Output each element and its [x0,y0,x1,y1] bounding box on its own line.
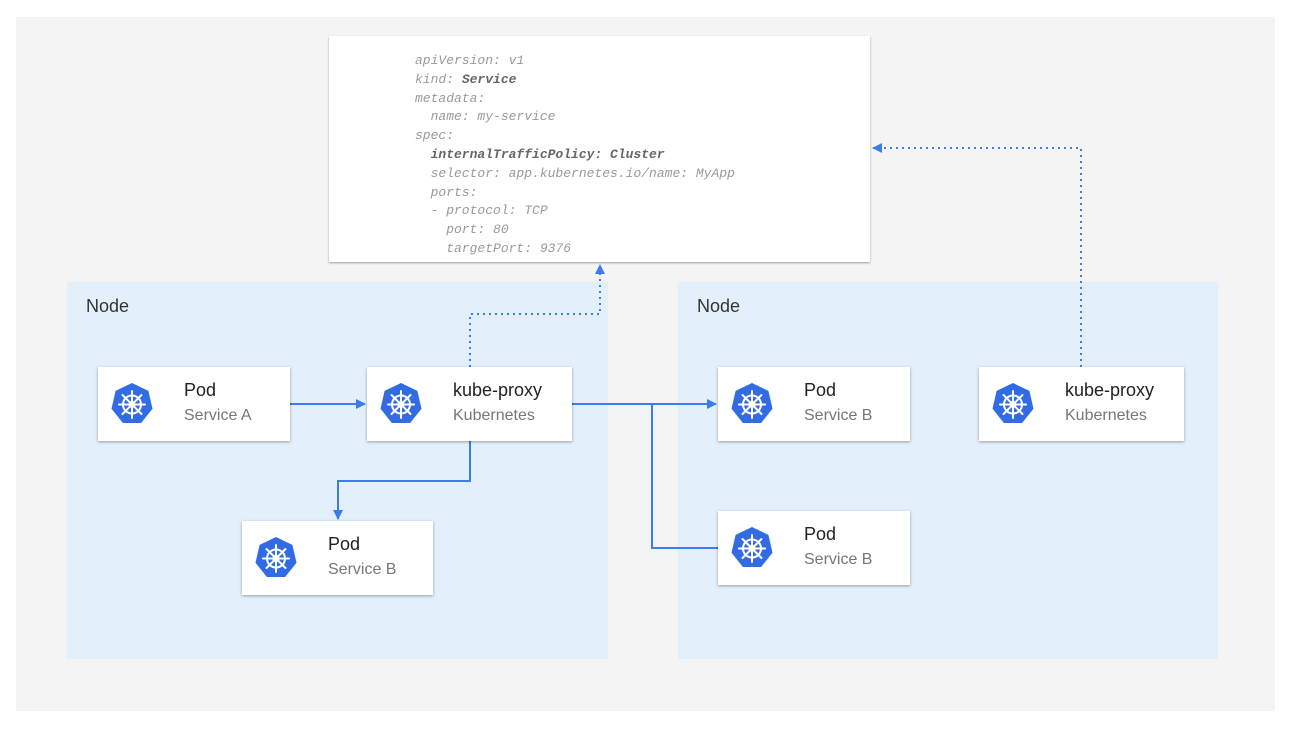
yaml-key: name: [415,109,470,125]
kubernetes-icon [991,382,1035,426]
card-subtitle: Service B [804,551,873,568]
yaml-line: ports: [415,184,735,203]
card-subtitle: Kubernetes [1065,407,1147,424]
yaml-value: my-service [469,109,556,125]
pod-service-b-card-local: Pod Service B [242,521,433,595]
kube-proxy-card-right: kube-proxy Kubernetes [979,367,1184,441]
yaml-value: Service [454,71,517,87]
pod-service-a-card: Pod Service A [98,367,290,441]
yaml-value: 9376 [532,240,572,256]
yaml-key: spec: [415,128,455,144]
yaml-key: port: [415,222,486,238]
yaml-line: internalTrafficPolicy: Cluster [415,146,735,165]
kubernetes-icon [379,382,423,426]
yaml-value: Cluster [602,146,665,162]
card-subtitle: Service A [184,407,252,424]
yaml-line: name: my-service [415,108,735,127]
yaml-key: metadata: [415,90,486,106]
kubernetes-icon [110,382,154,426]
kubernetes-icon [730,526,774,570]
yaml-line: apiVersion: v1 [415,52,735,71]
yaml-value: app.kubernetes.io/name: MyApp [500,165,735,181]
card-subtitle: Service B [328,561,397,578]
node-left: Node [67,282,608,659]
pod-service-b-card-remote-2: Pod Service B [718,511,910,585]
yaml-line: - protocol: TCP [415,202,735,221]
yaml-value: v1 [500,53,525,68]
card-title: Pod [184,380,217,400]
node-label: Node [86,296,130,316]
yaml-line: metadata: [415,90,735,109]
card-title: kube-proxy [453,380,543,400]
pod-service-b-card-remote-1: Pod Service B [718,367,910,441]
yaml-line: port: 80 [415,221,735,240]
yaml-key: - protocol: [415,203,517,219]
card-subtitle: Service B [804,407,873,424]
yaml-key: internalTrafficPolicy: [415,146,603,162]
yaml-key: targetPort: [415,240,533,256]
yaml-key: kind: [415,71,455,87]
yaml-line: spec: [415,127,735,146]
yaml-key: apiVersion: [415,53,501,68]
node-label: Node [697,296,741,316]
card-title: Pod [804,524,837,544]
kubernetes-icon [254,536,298,580]
kubernetes-icon [730,382,774,426]
yaml-value: 80 [485,222,509,238]
card-title: Pod [328,534,361,554]
kube-proxy-card-left: kube-proxy Kubernetes [367,367,572,441]
yaml-key: ports: [415,184,478,200]
yaml-key: selector: [415,165,501,181]
yaml-value: TCP [516,203,548,219]
card-subtitle: Kubernetes [453,407,535,424]
card-title: Pod [804,380,837,400]
yaml-line: kind: Service [415,71,735,90]
node-right: Node [678,282,1218,659]
card-title: kube-proxy [1065,380,1155,400]
yaml-line: targetPort: 9376 [415,240,735,259]
yaml-line: selector: app.kubernetes.io/name: MyApp [415,165,735,184]
